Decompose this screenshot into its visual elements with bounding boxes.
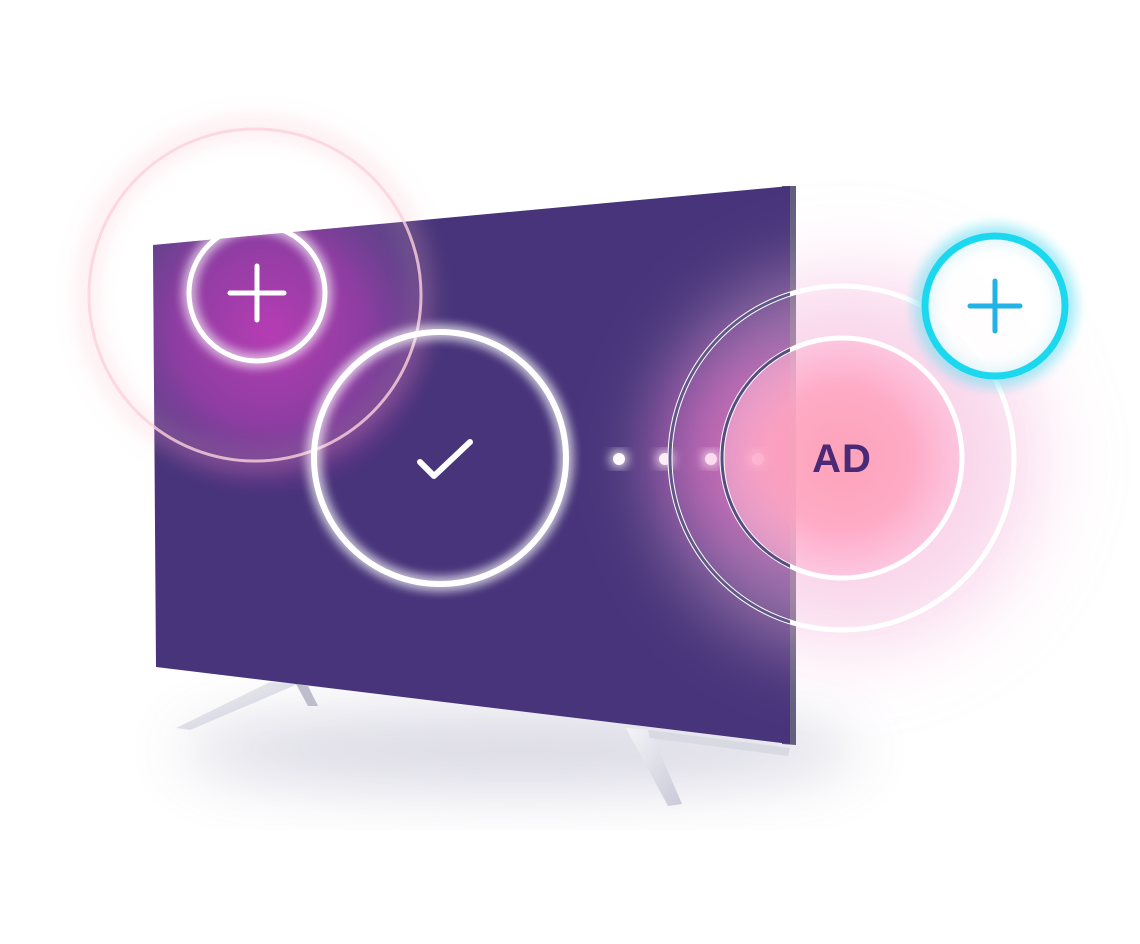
- plus-ring-left: [186, 222, 328, 364]
- plus-icon: [967, 278, 1023, 334]
- ad-label: AD: [812, 437, 872, 481]
- plus-icon: [227, 263, 287, 323]
- tv-stand: [176, 682, 790, 806]
- check-ring: [311, 329, 569, 587]
- check-icon: [417, 439, 473, 479]
- ad-disc: [722, 338, 962, 578]
